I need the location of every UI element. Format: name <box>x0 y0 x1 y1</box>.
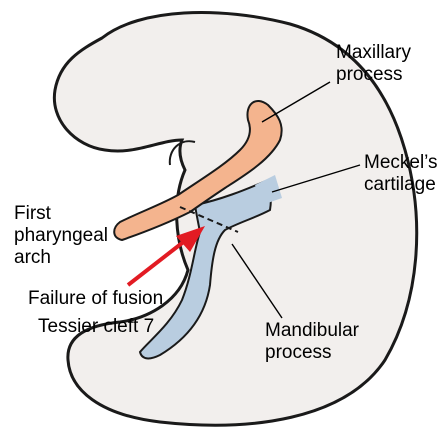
label-mandibular-process: Mandibular process <box>265 320 359 364</box>
label-maxillary-line1: Maxillary <box>336 42 411 63</box>
label-meckels-cartilage: Meckel’s cartilage <box>364 152 438 196</box>
leader-mandibular <box>231 243 283 319</box>
label-mandibular-line1: Mandibular <box>265 320 359 341</box>
maxillary-process-shape <box>113 100 283 242</box>
label-meckel-line1: Meckel’s <box>364 152 438 173</box>
label-first-pharyngeal-arch: First pharyngeal arch <box>14 203 108 269</box>
leader-maxillary <box>261 81 331 123</box>
label-first-arch-line1: First <box>14 203 51 224</box>
head-fold-line <box>168 140 196 166</box>
label-first-arch-line3: arch <box>14 247 51 268</box>
label-failure-of-fusion: Failure of fusion <box>28 288 164 309</box>
meckels-cartilage-shape <box>255 175 282 205</box>
leader-meckel <box>271 164 361 193</box>
failure-arrow-head <box>176 226 205 252</box>
label-maxillary-line2: process <box>336 64 403 85</box>
label-maxillary: Maxillary process <box>336 42 411 86</box>
failure-arrow-shaft <box>126 238 188 287</box>
label-mandibular-line2: process <box>265 342 332 363</box>
label-meckel-line2: cartilage <box>364 174 436 195</box>
label-first-arch-line2: pharyngeal <box>14 225 109 246</box>
label-tessier-cleft: Tessier cleft 7 <box>38 316 155 337</box>
fusion-dashed-line <box>179 206 239 233</box>
